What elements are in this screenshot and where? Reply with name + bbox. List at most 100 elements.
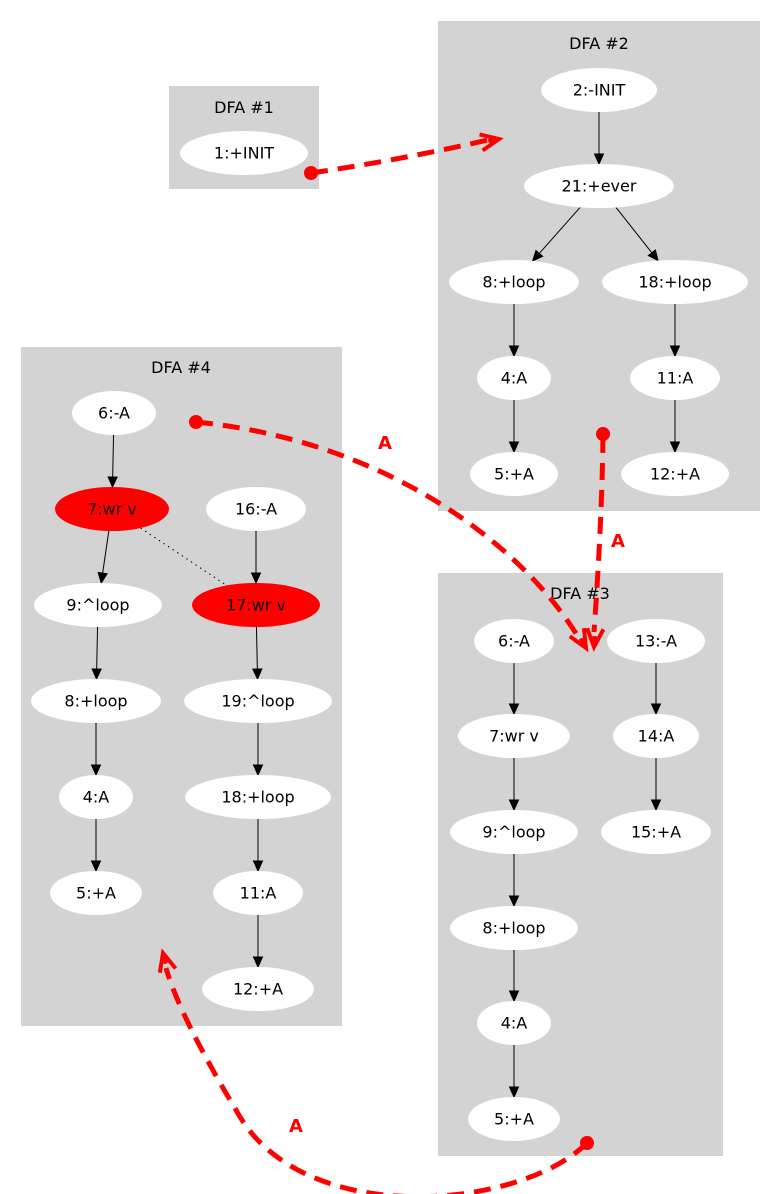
node-d2_n8: 8:+loop (449, 260, 579, 304)
node-d3_n5: 5:+A (468, 1097, 560, 1141)
node-d4_n7-shape (55, 487, 169, 531)
edge-d2_n21-to-d2_n8-line (538, 206, 581, 254)
node-d4_n19-shape (184, 679, 332, 723)
node-d3_n15: 15:+A (601, 810, 711, 854)
node-d2_n12: 12:+A (621, 452, 729, 496)
node-d2_n11: 11:A (630, 356, 720, 400)
node-d4_n19: 19:^loop (184, 679, 332, 723)
node-d4_n6: 6:-A (72, 391, 156, 435)
node-d2_n5-shape (470, 452, 558, 496)
node-d2_n8-label: 8:+loop (482, 273, 545, 292)
dfa3-cluster: DFA #3 (438, 573, 723, 1156)
node-d2_n11-label: 11:A (657, 369, 694, 388)
node-d3_n8: 8:+loop (450, 906, 578, 950)
edge-d2_n21-to-d2_n8-arrowhead (531, 249, 544, 262)
node-d2_n21-shape (524, 164, 674, 208)
edge-d3_n13-to-d3_n14-arrowhead (650, 703, 662, 716)
node-d3_n4-label: 4:A (501, 1014, 528, 1033)
node-d3_n7-label: 7:wr v (489, 727, 539, 746)
transition-t3-arrowhead (568, 627, 589, 653)
node-d1_n1-label: 1:+INIT (214, 144, 274, 163)
edge-d4_n17-to-d4_n19-arrowhead (252, 668, 263, 681)
node-d3_n5-shape (468, 1097, 560, 1141)
node-d4_n17: 17:wr v (192, 583, 320, 627)
node-d2_n5: 5:+A (470, 452, 558, 496)
edge-d4_n19-to-d4_n18-arrowhead (252, 764, 264, 777)
edge-d2_n11-to-d2_n12-arrowhead (669, 441, 681, 454)
transition-t4-arrowhead (157, 948, 178, 974)
node-d2_n18-shape (602, 260, 748, 304)
transition-layer: AAA (157, 132, 625, 1194)
edge-d4_n9-to-d4_n8-line (96, 626, 99, 670)
edge-d2_n18-to-d2_n11 (669, 304, 681, 358)
node-d3_n15-shape (601, 810, 711, 854)
node-d3_n14-label: 14:A (638, 727, 675, 746)
edge-d2_n21-to-d2_n18 (615, 207, 659, 262)
node-d3_n6-shape (474, 619, 554, 663)
edge-d2_n2-to-d2_n21 (593, 112, 605, 166)
node-d2_n11-shape (630, 356, 720, 400)
edge-d4_n8-to-d4_n4-arrowhead (90, 764, 102, 777)
node-d4_n6-label: 6:-A (98, 404, 130, 423)
edge-d3_n7-to-d3_n9 (508, 758, 520, 812)
edge-d4_n7-to-d4_n9-arrowhead (97, 571, 108, 585)
node-d2_n2-label: 2:-INIT (573, 81, 626, 100)
edge-d4_n9-to-d4_n8 (91, 626, 102, 681)
node-d4_n17-label: 17:wr v (226, 596, 286, 615)
node-d3_n4: 4:A (477, 1001, 551, 1045)
node-d4_n4-label: 4:A (83, 788, 110, 807)
node-d4_n19-label: 19:^loop (221, 692, 294, 711)
node-d4_n12-label: 12:+A (233, 980, 283, 999)
node-d3_n13: 13:-A (607, 619, 705, 663)
transition-t2-arrowhead (585, 627, 606, 652)
node-d3_n8-shape (450, 906, 578, 950)
node-d4_n11: 11:A (213, 871, 303, 915)
edge-d2_n4-to-d2_n5 (508, 400, 520, 454)
edge-d4_n11-to-d4_n12 (252, 915, 264, 969)
node-d4_n12-shape (202, 967, 314, 1011)
node-d2_n12-label: 12:+A (650, 465, 700, 484)
node-d2_n4-shape (477, 356, 551, 400)
node-d2_n2: 2:-INIT (541, 68, 657, 112)
node-d4_n12: 12:+A (202, 967, 314, 1011)
node-d4_n8-shape (31, 679, 161, 723)
node-d4_n16-shape (206, 487, 306, 531)
edge-d4_n16-to-d4_n17-arrowhead (250, 572, 262, 585)
edge-d2_n21-to-d2_n8 (531, 206, 581, 262)
node-d2_n2-shape (541, 68, 657, 112)
node-d3_n6: 6:-A (474, 619, 554, 663)
node-d2_n4: 4:A (477, 356, 551, 400)
edge-d3_n9-to-d3_n8-arrowhead (508, 895, 520, 908)
edge-d2_n8-to-d2_n4-arrowhead (508, 345, 520, 358)
node-d4_n16: 16:-A (206, 487, 306, 531)
edge-d4_n11-to-d4_n12-arrowhead (252, 956, 264, 969)
edge-d4_n7-to-d4_n9-line (102, 530, 110, 574)
node-d2_n5-label: 5:+A (494, 465, 534, 484)
node-d4_n18-label: 18:+loop (221, 788, 294, 807)
node-d3_n9-label: 9:^loop (482, 823, 545, 842)
edge-d4_n18-to-d4_n11-arrowhead (252, 860, 264, 873)
edge-d2_n11-to-d2_n12 (669, 400, 681, 454)
node-d4_n7-label: 7:wr v (87, 500, 137, 519)
node-d4_n5: 5:+A (50, 871, 142, 915)
edge-d2_n4-to-d2_n5-arrowhead (508, 441, 520, 454)
dfa4-cluster-label: DFA #4 (151, 358, 211, 377)
edge-d4_n16-to-d4_n17 (250, 531, 262, 585)
edge-d2_n18-to-d2_n11-arrowhead (669, 345, 681, 358)
node-d3_n14: 14:A (613, 714, 699, 758)
node-d3_n7: 7:wr v (458, 714, 570, 758)
node-d3_n13-label: 13:-A (635, 632, 677, 651)
transition-t2-start-dot (596, 427, 610, 441)
node-d1_n1-shape (180, 131, 308, 175)
node-d2_n8-shape (449, 260, 579, 304)
dfa3-cluster-box (438, 573, 723, 1156)
node-d4_n9: 9:^loop (34, 583, 162, 627)
node-d1_n1: 1:+INIT (180, 131, 308, 175)
node-d4_n9-shape (34, 583, 162, 627)
transition-t4-start-dot (580, 1136, 594, 1150)
edge-d2_n2-to-d2_n21-arrowhead (593, 153, 605, 166)
edge-d4_n4-to-d4_n5 (90, 819, 102, 873)
transition-t3-label: A (378, 433, 392, 454)
transition-t3-path (195, 419, 583, 642)
